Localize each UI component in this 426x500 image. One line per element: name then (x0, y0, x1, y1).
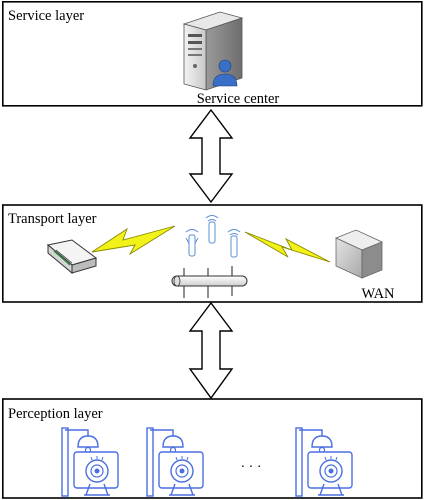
transport-layer-title: Transport layer (8, 211, 97, 227)
network-bus-icon (171, 266, 248, 298)
antenna-icon (205, 215, 219, 244)
server-with-user-icon (182, 11, 244, 91)
service-layer-title: Service layer (8, 8, 84, 24)
double-arrow-icon (188, 108, 234, 204)
lightning-icon (244, 231, 331, 263)
antenna-icon (185, 229, 199, 257)
router-icon (46, 239, 98, 275)
double-arrow-icon (188, 301, 234, 400)
antenna-icon (227, 229, 241, 258)
camera-sensor-icon (307, 451, 353, 496)
service-center-label: Service center (197, 91, 280, 107)
sensor-device-group (295, 427, 353, 497)
lamp-icon (146, 427, 184, 497)
lightning-icon (91, 225, 176, 256)
sensor-device-group (61, 427, 119, 497)
perception-devices (61, 427, 353, 497)
wan-cube-icon (334, 229, 384, 279)
ellipsis-text: · · · (241, 460, 262, 475)
wan-label: WAN (361, 286, 395, 302)
camera-sensor-icon (73, 451, 119, 496)
camera-sensor-icon (158, 451, 204, 496)
perception-layer-title: Perception layer (8, 406, 103, 422)
sensor-device-group (146, 427, 204, 497)
lamp-icon (61, 427, 99, 497)
